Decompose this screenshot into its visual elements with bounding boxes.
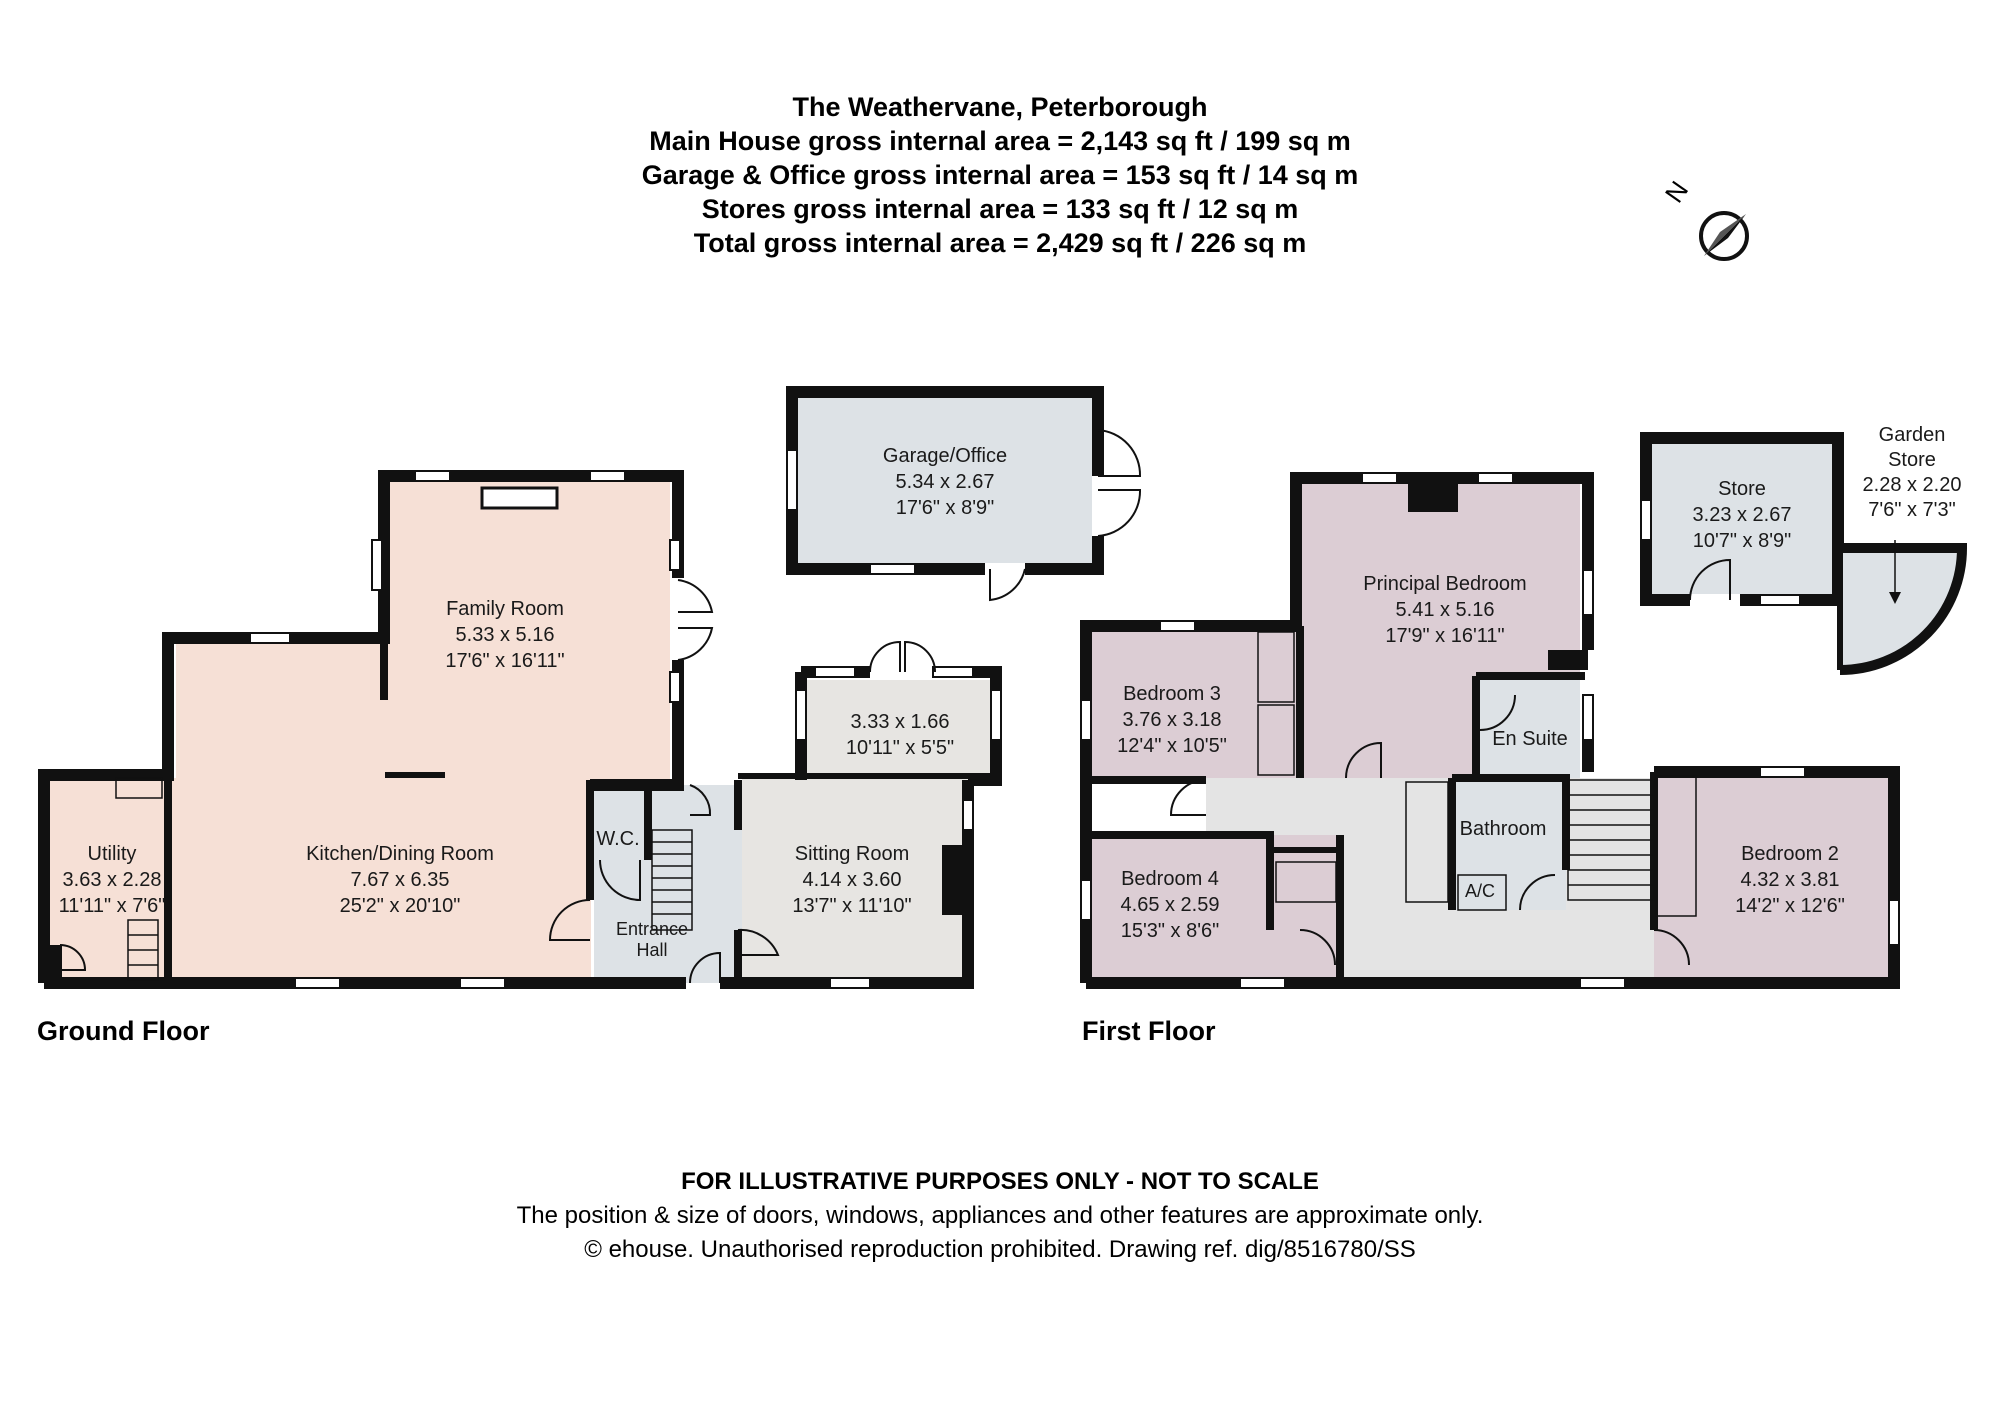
bedroom2-label: Bedroom 2 — [1741, 843, 1839, 865]
ensuite-label: En Suite — [1492, 728, 1568, 750]
garage-imperial: 17'6" x 8'9" — [896, 497, 995, 519]
family-room-label: Family Room — [446, 598, 564, 620]
sitting-room-label: Sitting Room — [795, 843, 910, 865]
sunroom-area — [801, 680, 992, 780]
bathroom-label: Bathroom — [1460, 818, 1547, 840]
sitting-area — [742, 778, 968, 983]
ensuite-area — [1480, 680, 1580, 778]
entrance-area — [594, 785, 744, 983]
principal-imperial: 17'9" x 16'11" — [1385, 625, 1504, 647]
family-room-imperial: 17'6" x 16'11" — [445, 650, 564, 672]
garage-office-building: Garage/Office 5.34 x 2.67 17'6" x 8'9" — [786, 386, 1142, 602]
first-floor-label: First Floor — [1082, 1016, 1216, 1046]
bedroom2-imperial: 14'2" x 12'6" — [1735, 895, 1845, 917]
family-room-metric: 5.33 x 5.16 — [456, 624, 555, 646]
ac-label: A/C — [1465, 881, 1495, 901]
area-garage-office: Garage & Office gross internal area = 15… — [641, 160, 1359, 190]
sunroom-imperial: 10'11" x 5'5" — [846, 737, 954, 759]
bedroom4-imperial: 15'3" x 8'6" — [1121, 920, 1220, 942]
sunroom-metric: 3.33 x 1.66 — [851, 711, 950, 733]
header: The Weathervane, Peterborough Main House… — [0, 90, 2000, 260]
store-metric: 3.23 x 2.67 — [1693, 504, 1792, 526]
family-area — [390, 480, 670, 780]
kitchen-label: Kitchen/Dining Room — [306, 843, 494, 865]
bedroom3-imperial: 12'4" x 10'5" — [1117, 735, 1227, 757]
garden-store-metric: 2.28 x 2.20 — [1863, 474, 1962, 496]
bedroom3-area — [1086, 630, 1300, 778]
kitchen-imperial: 25'2" x 20'10" — [340, 895, 461, 917]
compass-north-label: N — [1659, 175, 1694, 208]
area-total: Total gross internal area = 2,429 sq ft … — [693, 228, 1307, 258]
utility-area — [48, 778, 176, 983]
utility-metric: 3.63 x 2.28 — [63, 869, 162, 891]
disclaimer-text: The position & size of doors, windows, a… — [516, 1202, 1484, 1229]
sitting-room-metric: 4.14 x 3.60 — [803, 869, 902, 891]
area-stores: Stores gross internal area = 133 sq ft /… — [701, 194, 1299, 224]
footer: FOR ILLUSTRATIVE PURPOSES ONLY - NOT TO … — [0, 1165, 2000, 1267]
utility-imperial: 11'11" x 7'6" — [59, 895, 166, 917]
garden-store-label-2: Store — [1888, 449, 1936, 471]
ground-floor: Family Room 5.33 x 5.16 17'6" x 16'11" K… — [38, 470, 1002, 989]
bedroom4-area — [1090, 835, 1340, 983]
garden-store-imperial: 7'6" x 7'3" — [1868, 499, 1955, 521]
bedroom3-label: Bedroom 3 — [1123, 683, 1221, 705]
principal-metric: 5.41 x 5.16 — [1396, 599, 1495, 621]
entrance-label-2: Hall — [636, 940, 667, 960]
garage-label: Garage/Office — [883, 445, 1007, 467]
stores-building: Store 3.23 x 2.67 10'7" x 8'9" Garden St… — [1640, 424, 1968, 675]
store-imperial: 10'7" x 8'9" — [1693, 530, 1792, 552]
compass-icon: N — [1659, 175, 1749, 261]
bedroom4-label: Bedroom 4 — [1121, 868, 1219, 890]
disclaimer-title: FOR ILLUSTRATIVE PURPOSES ONLY - NOT TO … — [681, 1168, 1319, 1195]
bathroom-area — [1456, 780, 1566, 910]
first-floor: Principal Bedroom 5.41 x 5.16 17'9" x 16… — [1080, 472, 1900, 989]
principal-label: Principal Bedroom — [1363, 573, 1526, 595]
bedroom2-metric: 4.32 x 3.81 — [1741, 869, 1840, 891]
ground-floor-label: Ground Floor — [37, 1016, 210, 1046]
plan-title: The Weathervane, Peterborough — [792, 92, 1208, 122]
sitting-room-imperial: 13'7" x 11'10" — [792, 895, 911, 917]
garden-store-label-1: Garden — [1879, 424, 1946, 446]
utility-label: Utility — [88, 843, 137, 865]
store-label: Store — [1718, 478, 1766, 500]
area-main-house: Main House gross internal area = 2,143 s… — [649, 126, 1351, 156]
garage-metric: 5.34 x 2.67 — [896, 471, 995, 493]
wc-label: W.C. — [596, 828, 639, 850]
kitchen-metric: 7.67 x 6.35 — [351, 869, 450, 891]
bedroom4-metric: 4.65 x 2.59 — [1121, 894, 1220, 916]
entrance-label-1: Entrance — [616, 919, 688, 939]
copyright-text: © ehouse. Unauthorised reproduction proh… — [584, 1236, 1416, 1263]
bedroom2-area — [1654, 772, 1888, 983]
bedroom3-metric: 3.76 x 3.18 — [1123, 709, 1222, 731]
